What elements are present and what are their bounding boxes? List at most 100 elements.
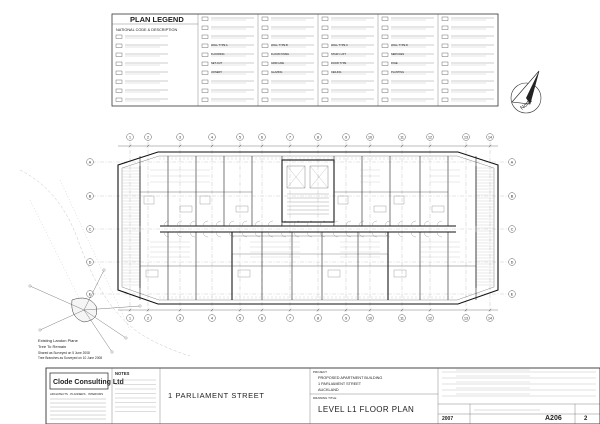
grid-label-top: 4 <box>211 135 213 139</box>
dimension-tick <box>368 308 372 312</box>
legend-swatch <box>261 52 269 57</box>
dimension-tick <box>178 144 182 148</box>
door-swing <box>371 231 378 238</box>
legend-swatch <box>381 34 389 39</box>
door-swing <box>293 220 300 227</box>
door-swing <box>163 231 170 238</box>
grid-bubble <box>176 314 184 322</box>
legend-title: PLAN LEGEND <box>130 15 184 24</box>
legend-entry: WALL TYPE D <box>391 43 408 47</box>
legend-swatch <box>115 88 123 93</box>
legend-entry: JOINERY <box>211 70 222 74</box>
legend-swatch <box>261 43 269 48</box>
grid-label-bottom: 5 <box>239 316 241 320</box>
legend-entry: FLOORING <box>211 52 225 56</box>
survey-point <box>38 328 42 332</box>
project-line-3: AUCKLAND <box>318 388 339 392</box>
legend-swatch <box>115 70 123 75</box>
grid-label-top: 6 <box>261 135 263 139</box>
bathroom-fixture <box>237 269 251 278</box>
grid-bubble <box>86 290 94 298</box>
grid-bubble <box>508 192 516 200</box>
legend-swatch <box>321 43 329 48</box>
legend-swatch <box>261 70 269 75</box>
legend-swatch <box>441 88 449 93</box>
bathroom-fixture <box>143 195 155 205</box>
legend-swatch <box>115 97 123 102</box>
door-swing <box>410 231 417 238</box>
grid-label-top: 11 <box>400 135 404 139</box>
drawing-number: A206 <box>545 415 562 422</box>
grid-bubble <box>314 133 322 141</box>
legend-swatch <box>321 52 329 57</box>
legend-entry: WALL TYPE A <box>211 43 228 47</box>
grid-label-top: 7 <box>289 135 291 139</box>
grid-bubble <box>508 158 516 166</box>
grid-label-top: 8 <box>317 135 319 139</box>
legend-swatch <box>441 52 449 57</box>
dimension-tick <box>316 144 320 148</box>
legend-swatch <box>261 61 269 66</box>
dimension-tick <box>288 144 292 148</box>
grid-label-bottom: 10 <box>368 316 372 320</box>
grid-label-top: 12 <box>428 135 432 139</box>
door-swing <box>228 231 235 238</box>
drawing-title-label: DRAWING TITLE <box>313 396 336 400</box>
legend-swatch <box>201 52 209 57</box>
grid-bubble <box>366 314 374 322</box>
grid-bubble <box>366 133 374 141</box>
grid-bubble <box>398 133 406 141</box>
grid-label-top: 3 <box>179 135 181 139</box>
legend-entry: STAIR / LIFT <box>331 52 346 56</box>
grid-bubble <box>208 133 216 141</box>
dimension-tick <box>316 308 320 312</box>
legend-swatch <box>261 16 269 21</box>
grid-bubble <box>508 225 516 233</box>
grid-label-bottom: 12 <box>428 316 432 320</box>
legend-swatch <box>321 97 329 102</box>
door-swing <box>345 231 352 238</box>
legend-swatch <box>321 70 329 75</box>
legend-entry: WALL TYPE B <box>271 43 288 47</box>
door-swing <box>345 220 352 227</box>
dimension-tick <box>210 308 214 312</box>
legend-swatch <box>381 97 389 102</box>
dimension-tick <box>210 144 214 148</box>
legend-swatch <box>381 88 389 93</box>
grid-label-side: E <box>511 292 514 296</box>
grid-bubble <box>126 314 134 322</box>
door-swing <box>254 231 261 238</box>
door-swing <box>306 231 313 238</box>
grid-label-bottom: 9 <box>345 316 347 320</box>
grid-label-side: C <box>511 227 514 231</box>
survey-line <box>29 285 85 311</box>
legend-swatch <box>381 16 389 21</box>
survey-line <box>39 309 85 331</box>
dimension-tick <box>128 308 132 312</box>
legend-swatch <box>441 25 449 30</box>
legend-entry: PLANTING <box>391 70 404 74</box>
bathroom-fixture <box>337 195 349 205</box>
grid-label-bottom: 1 <box>129 316 131 320</box>
legend-swatch <box>321 88 329 93</box>
legend-swatch <box>441 61 449 66</box>
dimension-tick <box>464 144 468 148</box>
site-tree: Existing Landon Plane Tree To Remain Sha… <box>19 169 191 360</box>
door-swing <box>397 231 404 238</box>
dimension-tick <box>146 144 150 148</box>
legend-swatch <box>115 79 123 84</box>
grid-bubble <box>426 133 434 141</box>
door-swing <box>176 220 183 227</box>
dimension-tick <box>400 144 404 148</box>
survey-point <box>102 268 106 272</box>
legend-swatch <box>261 25 269 30</box>
legend-swatch <box>115 52 123 57</box>
tree-note-3: Shared as Surveyed on 5 June 2008 <box>38 351 90 355</box>
grid-label-top: 9 <box>345 135 347 139</box>
grid-label-bottom: 6 <box>261 316 263 320</box>
tree-note-2: Tree To Remain <box>38 344 66 349</box>
legend-swatch <box>261 34 269 39</box>
grid-label-top: 1 <box>129 135 131 139</box>
